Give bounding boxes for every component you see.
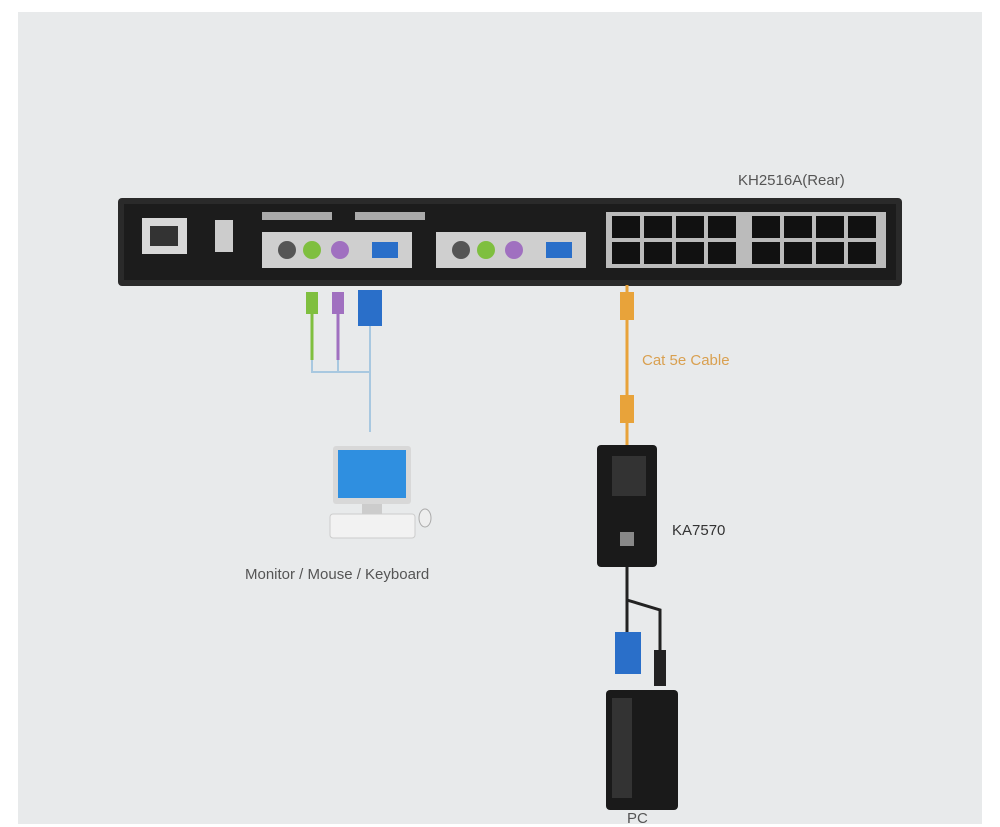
- console-label: Monitor / Mouse / Keyboard: [245, 566, 430, 583]
- ka7570-adapter: [597, 445, 666, 686]
- pc-tower-icon: [606, 690, 678, 810]
- console-cables: [306, 290, 382, 432]
- pc-label: PC: [627, 810, 648, 827]
- adapter-label: KA7570: [672, 522, 726, 539]
- kvm-switch-rear: [118, 198, 902, 286]
- diagram-background: [18, 12, 982, 824]
- device-label: KH2516A(Rear): [738, 172, 845, 189]
- cable-label: Cat 5e Cable: [642, 352, 730, 369]
- monitor-mouse-keyboard-icon: [329, 446, 432, 539]
- cat5e-cable: [620, 285, 634, 445]
